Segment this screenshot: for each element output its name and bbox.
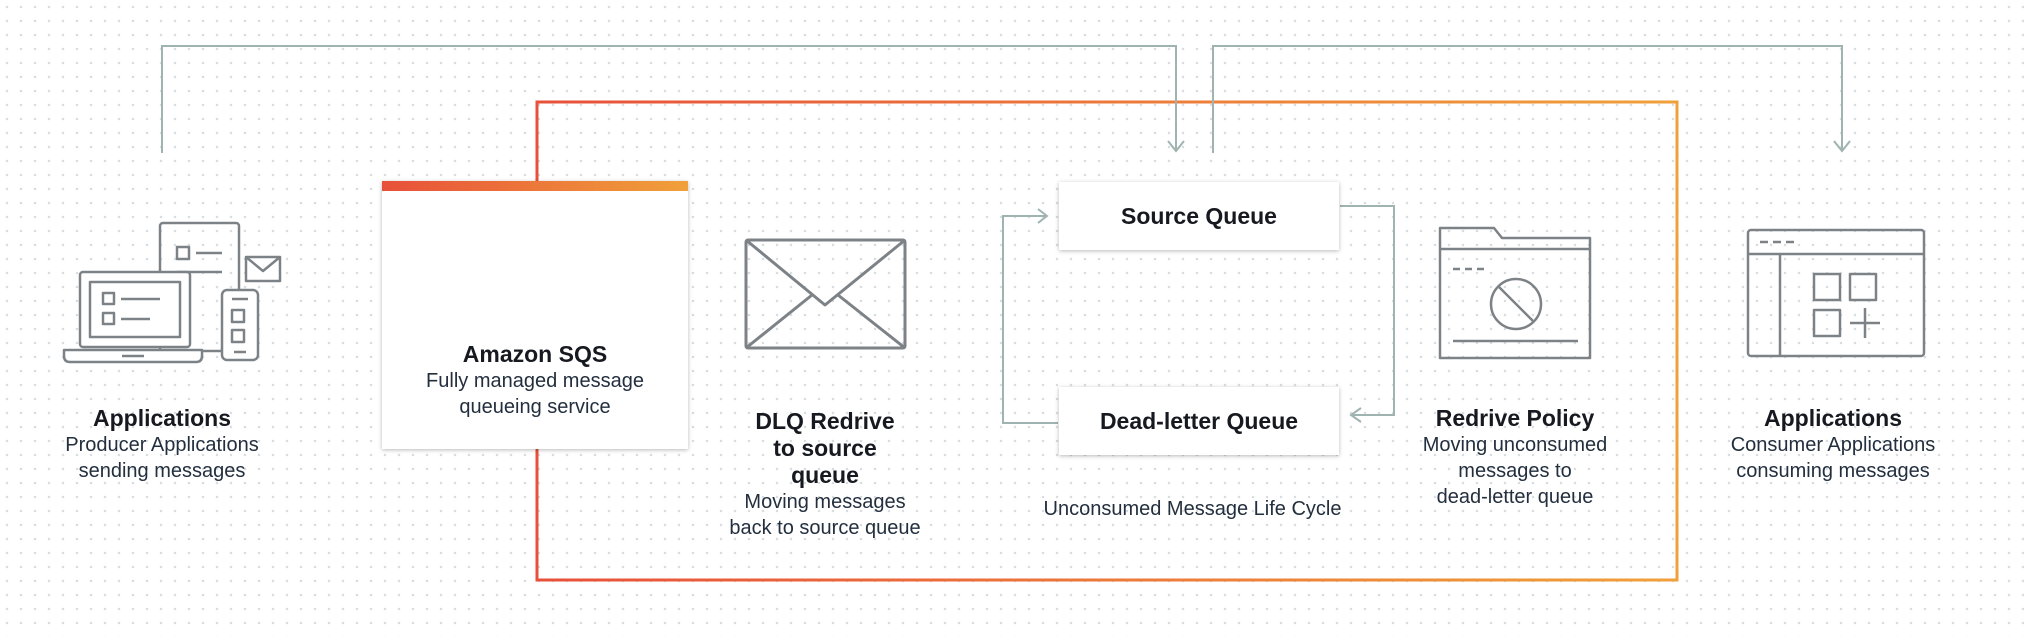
dlq-redrive-desc-line-2: back to source queue — [729, 517, 921, 539]
producer-to-source-queue-arrow — [161, 45, 1177, 153]
amazon-sqs-card — [382, 181, 688, 449]
source-queue-to-consumer-arrow — [1212, 45, 1843, 153]
source-to-dlq-arrow — [1340, 205, 1395, 416]
redrive-policy-title: Redrive Policy — [1435, 405, 1595, 431]
redrive-policy-desc-line-1: Moving unconsumed — [1422, 434, 1608, 456]
card-accent-bar — [382, 181, 688, 191]
dead-letter-queue-box: Dead-letter Queue — [1059, 387, 1339, 455]
consumer-desc-line-1: Consumer Applications — [1730, 434, 1936, 456]
source-to-dlq-arrowhead — [1349, 407, 1362, 423]
producer-devices-icon — [62, 221, 282, 364]
sqs-node: Amazon SQS Fully managed message queuein… — [392, 341, 678, 420]
producer-node: Applications Producer Applications sendi… — [32, 405, 292, 484]
redrive-policy-node: Redrive Policy Moving unconsumed message… — [1390, 405, 1640, 510]
consumer-desc-line-2: consuming messages — [1736, 460, 1930, 482]
producer-to-source-queue-arrowhead — [1167, 140, 1185, 153]
folder-blocked-icon — [1438, 226, 1592, 360]
dlq-redrive-title-line-3: queue — [791, 462, 859, 488]
producer-title: Applications — [92, 405, 231, 431]
sqs-title: Amazon SQS — [462, 341, 608, 367]
envelope-icon — [744, 238, 907, 350]
consumer-node: Applications Consumer Applications consu… — [1703, 405, 1963, 484]
sqs-desc-line-1: Fully managed message — [426, 370, 644, 392]
producer-desc-line-1: Producer Applications — [65, 434, 259, 456]
dlq-redrive-node: DLQ Redrive to source queue Moving messa… — [700, 408, 950, 541]
sqs-desc-line-2: queueing service — [459, 396, 611, 418]
producer-desc-line-2: sending messages — [78, 460, 246, 482]
dlq-to-source-arrowhead — [1037, 208, 1049, 224]
redrive-policy-desc-line-3: dead-letter queue — [1436, 486, 1594, 508]
dlq-redrive-title-line-2: to source — [773, 435, 877, 461]
dead-letter-queue-label: Dead-letter Queue — [1099, 407, 1299, 434]
consumer-app-window-icon — [1746, 228, 1926, 358]
source-queue-label: Source Queue — [1121, 202, 1277, 229]
lifecycle-caption: Unconsumed Message Life Cycle — [1043, 498, 1342, 520]
redrive-policy-desc-line-2: messages to — [1458, 460, 1572, 482]
dlq-redrive-desc-line-1: Moving messages — [744, 491, 906, 513]
dlq-redrive-title-line-1: DLQ Redrive — [755, 408, 895, 434]
consumer-title: Applications — [1763, 405, 1902, 431]
flow-connectors — [161, 45, 1851, 424]
source-queue-box: Source Queue — [1059, 182, 1339, 250]
dlq-to-source-arrow — [1002, 215, 1058, 424]
source-queue-to-consumer-arrowhead — [1833, 140, 1851, 153]
